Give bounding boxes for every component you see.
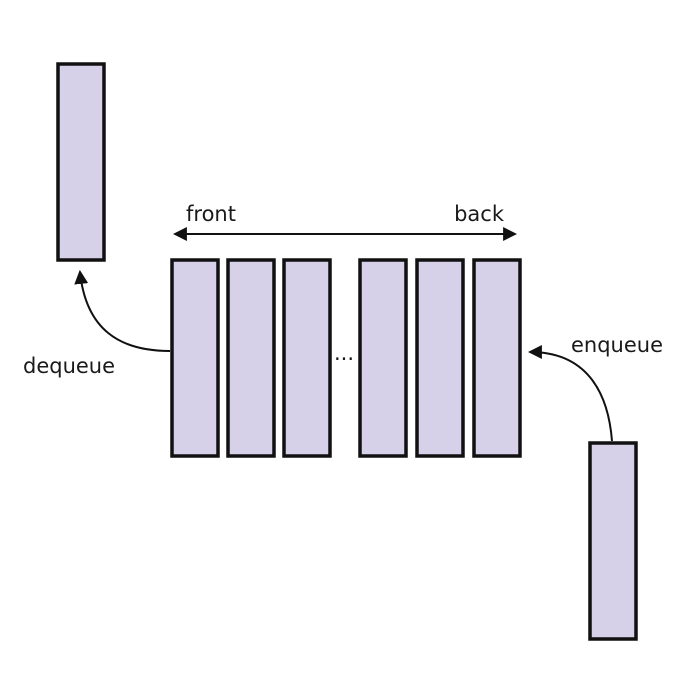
queue-item (472, 258, 522, 458)
queue-item (358, 258, 408, 458)
queue-item (226, 258, 276, 458)
queue-item (415, 258, 465, 458)
dequeue-label: dequeue (23, 354, 115, 378)
dequeued-item (56, 62, 106, 262)
enqueue-label: enqueue (571, 333, 663, 357)
back-label: back (454, 202, 505, 226)
enqueued-item (588, 441, 638, 641)
dequeue-arrow (74, 269, 171, 352)
queue-item (170, 258, 220, 458)
ellipsis-label: ... (334, 341, 354, 365)
queue: ... (170, 258, 522, 458)
front-label: front (186, 202, 236, 226)
enqueue-arrow (527, 345, 613, 442)
queue-item (282, 258, 332, 458)
